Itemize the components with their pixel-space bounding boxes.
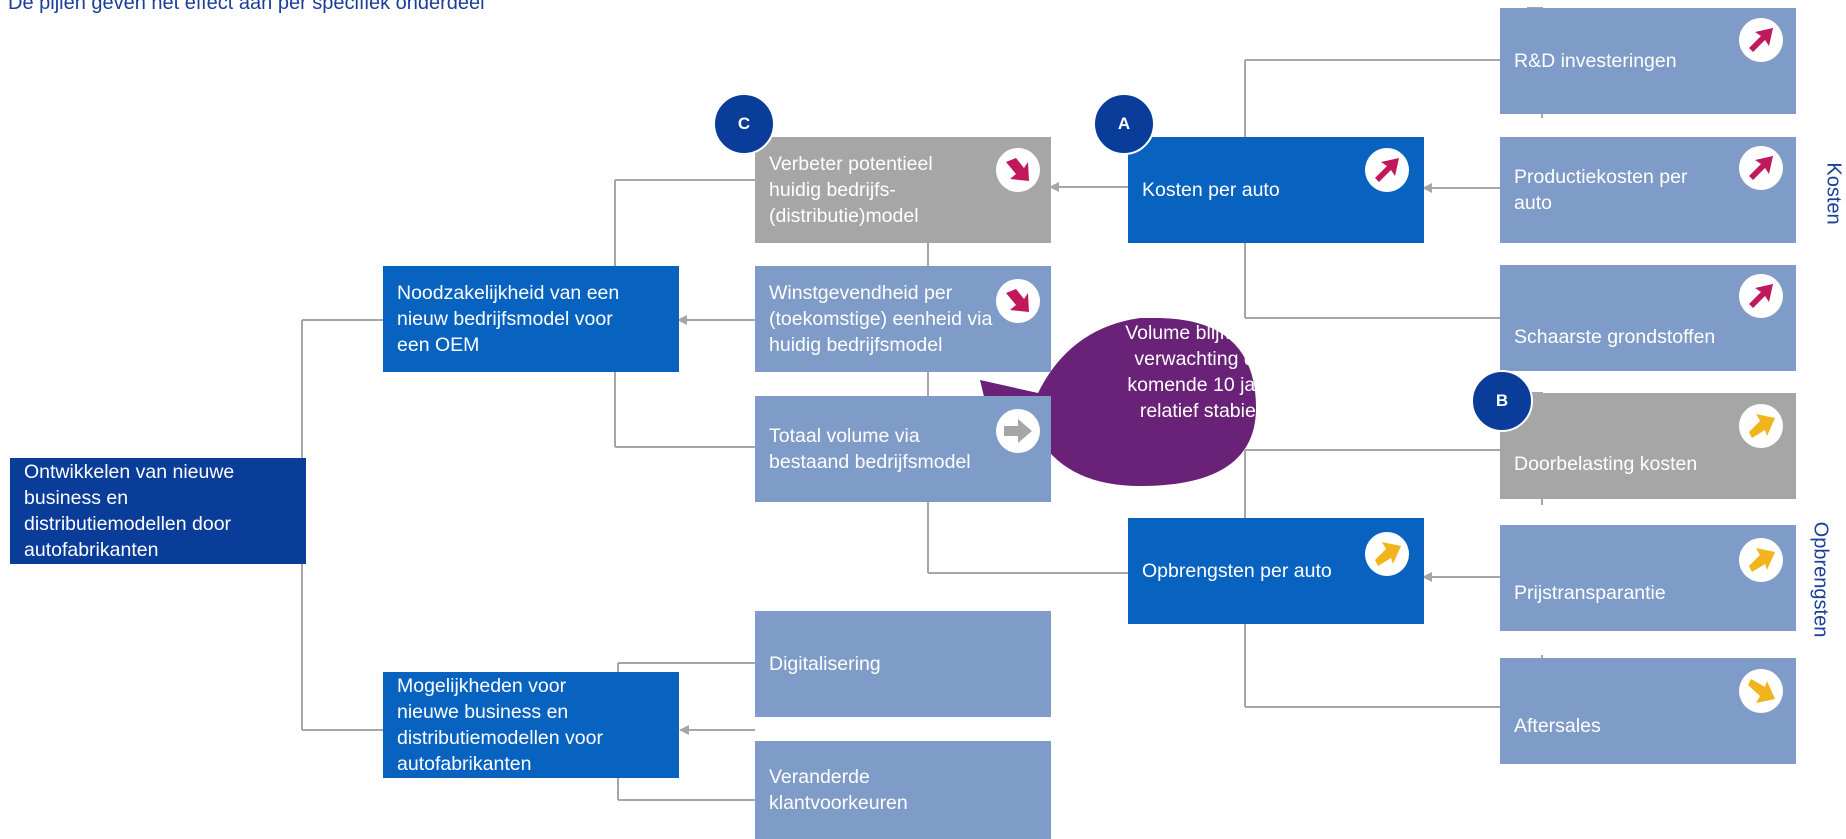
root-node: Ontwikkelen van nieuwe business en distr…	[10, 458, 306, 564]
rd-node: R&D investeringen	[1500, 8, 1796, 114]
root-label: Ontwikkelen van nieuwe business en distr…	[24, 461, 235, 561]
revenue-label: Opbrengsten per auto	[1142, 560, 1332, 582]
revenue-group-label: Opbrengsten	[1809, 521, 1832, 638]
preferences-node: Veranderde klantvoorkeuren	[755, 741, 1051, 839]
badge-a: A	[1093, 93, 1155, 155]
costs-label: Kosten per auto	[1142, 179, 1280, 201]
opportunities-node: Mogelijkheden voor nieuwe business en di…	[383, 672, 679, 778]
digital-label: Digitalisering	[769, 653, 881, 675]
volume-effect-icon	[996, 409, 1040, 453]
need-node: Noodzakelijkheid van een nieuw bedrijfsm…	[383, 266, 679, 372]
aftersales-label: Aftersales	[1514, 715, 1601, 737]
improve-effect-icon	[996, 148, 1040, 192]
profitability-node: Winstgevendheid per (toekomstige) eenhei…	[755, 266, 1051, 372]
need-label: Noodzakelijkheid van een nieuw bedrijfsm…	[397, 282, 620, 356]
costs-group-label: Kosten	[1822, 162, 1845, 225]
opportunities-label: Mogelijkheden voor nieuwe business en di…	[397, 675, 603, 775]
volume-label: Totaal volume via bestaand bedrijfsmodel	[769, 425, 971, 473]
costs-effect-icon	[1365, 148, 1409, 192]
improve-label: Verbeter potentieel huidig bedrijfs-(dis…	[769, 153, 933, 227]
aftersales-effect-icon	[1739, 669, 1783, 713]
badge-c: C	[713, 93, 775, 155]
badge-b: B	[1471, 370, 1533, 432]
rd-label: R&D investeringen	[1514, 50, 1677, 72]
revenue-effect-icon	[1365, 532, 1409, 576]
improve-node: Verbeter potentieel huidig bedrijfs-(dis…	[755, 137, 1051, 243]
production-effect-icon	[1739, 146, 1783, 190]
preferences-label: Veranderde klantvoorkeuren	[769, 766, 908, 814]
pass-through-effect-icon	[1739, 404, 1783, 448]
price-transparency-label: Prijstransparantie	[1514, 582, 1666, 604]
production-node: Productiekosten per auto	[1500, 137, 1796, 243]
bubble-text: Volume blijft naar verwachting de komend…	[1125, 322, 1275, 422]
profitability-label: Winstgevendheid per (toekomstige) eenhei…	[769, 282, 993, 356]
rd-effect-icon	[1739, 18, 1783, 62]
profitability-effect-icon	[996, 279, 1040, 323]
volume-node: Totaal volume via bestaand bedrijfsmodel	[755, 396, 1051, 502]
subtitle: De pijlen geven het effect aan per speci…	[8, 0, 485, 14]
scarcity-effect-icon	[1739, 274, 1783, 318]
production-label: Productiekosten per auto	[1514, 166, 1688, 214]
price-transparency-effect-icon	[1739, 538, 1783, 582]
pass-through-label: Doorbelasting kosten	[1514, 453, 1698, 475]
digital-node: Digitalisering	[755, 611, 1051, 717]
scarcity-label: Schaarste grondstoffen	[1514, 326, 1716, 348]
